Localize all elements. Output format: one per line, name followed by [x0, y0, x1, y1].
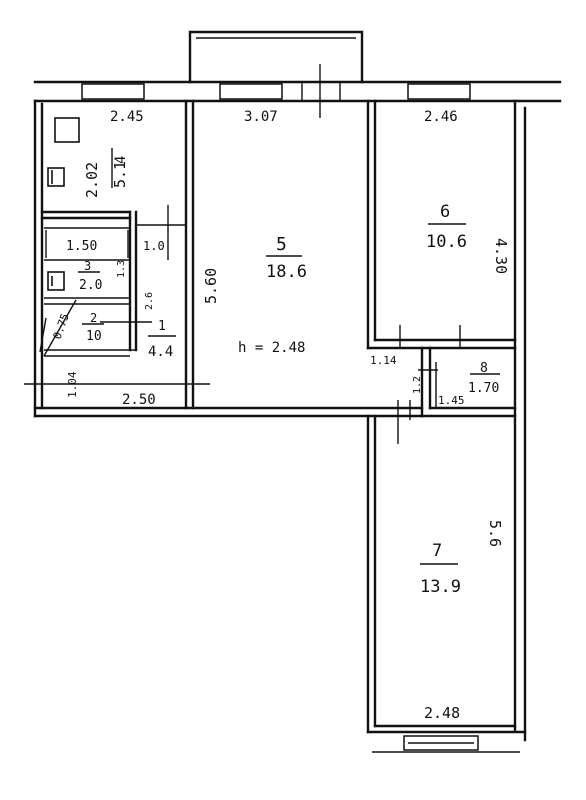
room-4-width-dim: 2.45	[110, 109, 144, 125]
room-6-walls	[366, 99, 517, 350]
room-4-height-dim: 2.02	[83, 162, 101, 198]
wc-diag-dim: 0.75	[51, 312, 72, 341]
room-1-width-dim: 2.50	[122, 392, 156, 408]
room-8-number: 8	[480, 361, 488, 376]
room-1-height-dim: 1.04	[66, 371, 79, 398]
room-8-width-dim: 1.45	[438, 394, 465, 407]
room-5-width-dim: 3.07	[244, 109, 278, 125]
room-2-number: 2	[90, 311, 97, 325]
ceiling-height: h = 2.48	[238, 340, 305, 356]
room-7-number: 7	[432, 541, 442, 561]
room-6-area: 10.6	[426, 232, 467, 252]
room-1-number: 1	[158, 319, 166, 334]
room-8-area: 1.70	[468, 381, 499, 396]
room-5-length-dim: 5.60	[202, 268, 220, 304]
room-6-number: 6	[440, 202, 450, 222]
room-3-area: 2.0	[79, 278, 102, 293]
room-8-side-dim: 1.2	[412, 376, 423, 394]
room-5-number: 5	[276, 234, 287, 255]
window-room-6	[407, 83, 471, 100]
room-4-number: 4	[113, 156, 129, 164]
bottom-wall-middle	[33, 400, 424, 444]
room-4-area: 5.1	[111, 161, 129, 188]
room-6-width-dim: 2.46	[424, 109, 458, 125]
stove-icon	[54, 117, 80, 143]
window-room-5	[219, 83, 283, 100]
left-block-walls	[24, 99, 210, 418]
room-8-walls	[418, 346, 517, 418]
room-3-side-dim: 1.3	[116, 260, 127, 278]
room-7-area: 13.9	[420, 577, 461, 597]
room-7-length-dim: 5.6	[486, 520, 504, 547]
room-2-sub: 10	[86, 329, 102, 344]
room-2-area: 1.0	[143, 239, 165, 253]
room-1-area: 4.4	[148, 344, 173, 360]
toilet-icon	[47, 271, 65, 291]
room-6-length-dim: 4.30	[492, 238, 510, 274]
window-room-4	[81, 83, 145, 100]
exterior-wall-right	[513, 99, 527, 742]
room-7-width-dim: 2.48	[424, 704, 460, 722]
corridor-length-dim: 2.6	[144, 292, 155, 310]
bath-width-dim: 1.50	[66, 239, 97, 254]
hall-width-dim: 1.14	[370, 354, 397, 367]
exterior-wall-top	[33, 80, 562, 103]
room-7-walls	[366, 414, 527, 734]
balcony-top	[188, 30, 364, 84]
window-room-7	[372, 735, 520, 753]
kitchen-fixtures	[47, 117, 80, 291]
room-3-number: 3	[84, 259, 91, 273]
room-5-area: 18.6	[266, 262, 307, 282]
sink-icon	[47, 167, 65, 187]
